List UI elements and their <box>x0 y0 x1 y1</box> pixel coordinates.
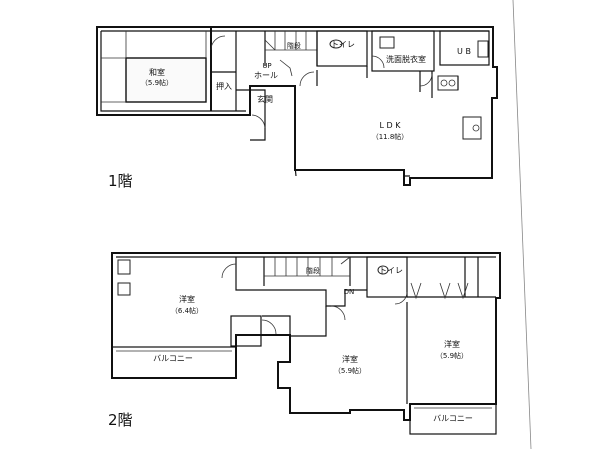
door-swing <box>371 55 385 69</box>
floor1-outer-wall <box>96 26 498 186</box>
balcony-right-label: バルコニー <box>433 414 473 423</box>
floor2-outer-wall <box>111 252 501 421</box>
floor1-stairs-label: 階段 <box>287 41 301 50</box>
washbasin <box>379 36 395 49</box>
floor1-toilet-room <box>316 30 368 67</box>
balcony-left-outline <box>111 346 237 379</box>
floor2-closet <box>230 315 262 347</box>
door-swing <box>330 305 346 321</box>
floor2-heading: 2階 <box>108 411 133 429</box>
floor1-heading: 1階 <box>108 172 133 190</box>
floor1-window-marks <box>294 165 410 177</box>
closet-dividers <box>464 257 479 297</box>
ldk-partitions <box>316 66 433 98</box>
closet-door-mark <box>410 282 422 300</box>
genkan-door-swing <box>251 114 266 129</box>
genkan-label: 玄関 <box>257 94 273 104</box>
partition-a <box>235 257 262 291</box>
closet-door-mark <box>457 282 469 300</box>
washroom-label: 洗面脱衣室 <box>386 54 426 64</box>
closet-door-mark <box>439 282 451 300</box>
stairs-up-label: UP <box>262 62 271 70</box>
floor1-plan: 和室 （5.9帖） 押入 階段 トイレ 洗面脱衣室 U B UP ホール 玄関 … <box>96 26 498 190</box>
room-c-size: （5.9帖） <box>436 351 468 360</box>
door-swing <box>419 73 433 87</box>
page-edge-line <box>512 0 532 449</box>
unit-bath-label: U B <box>457 47 471 56</box>
door-swing <box>299 71 315 87</box>
floor1-toilet-fixture <box>329 39 343 49</box>
ldk-size: （11.8帖） <box>372 132 409 141</box>
door-swing <box>210 35 226 51</box>
floor2-stairs <box>263 256 351 286</box>
room-c-label: 洋室 <box>444 339 460 349</box>
balcony-right-outline <box>409 403 497 435</box>
washitsu-size: （5.9帖） <box>141 78 173 87</box>
balcony-left-label: バルコニー <box>153 354 193 363</box>
floor2-toilet-fixture <box>377 265 389 275</box>
floor1-toilet-label: トイレ <box>331 40 355 49</box>
floor2-wash-fixture <box>117 282 131 296</box>
room-b-wall <box>290 306 327 337</box>
door-swing <box>261 319 277 335</box>
floor2-toilet-room <box>366 256 408 298</box>
floor2-stairs-label: 階段 <box>306 266 320 275</box>
floor2-wash-fixture <box>117 259 131 275</box>
room-a-size: （6.4帖） <box>171 306 203 315</box>
unit-bath <box>439 30 490 66</box>
kitchen-sink <box>462 116 482 140</box>
washitsu-label: 和室 <box>149 67 165 77</box>
door-swing <box>394 291 408 305</box>
room-a-label: 洋室 <box>179 294 195 304</box>
bathtub <box>477 40 489 58</box>
room-b-label: 洋室 <box>342 354 358 364</box>
stairs-down-label: DN <box>344 288 355 296</box>
floor1-stairs <box>264 31 318 77</box>
floor2-plan: 階段 トイレ DN 洋室 （6.4帖） 洋室 （5.9帖） 洋室 （5.9帖） … <box>108 252 501 435</box>
washroom <box>371 30 435 72</box>
genkan-outline <box>236 89 266 141</box>
floor2-toilet-label: トイレ <box>379 266 403 275</box>
ldk-label: L D K <box>380 121 402 130</box>
floor2-hall-walls <box>262 289 367 362</box>
door-swing <box>221 263 237 279</box>
washitsu-tatami <box>125 57 207 103</box>
oshiire-label: 押入 <box>216 81 232 91</box>
hall-label: ホール <box>254 71 278 80</box>
room-b-size: （5.9帖） <box>334 366 366 375</box>
